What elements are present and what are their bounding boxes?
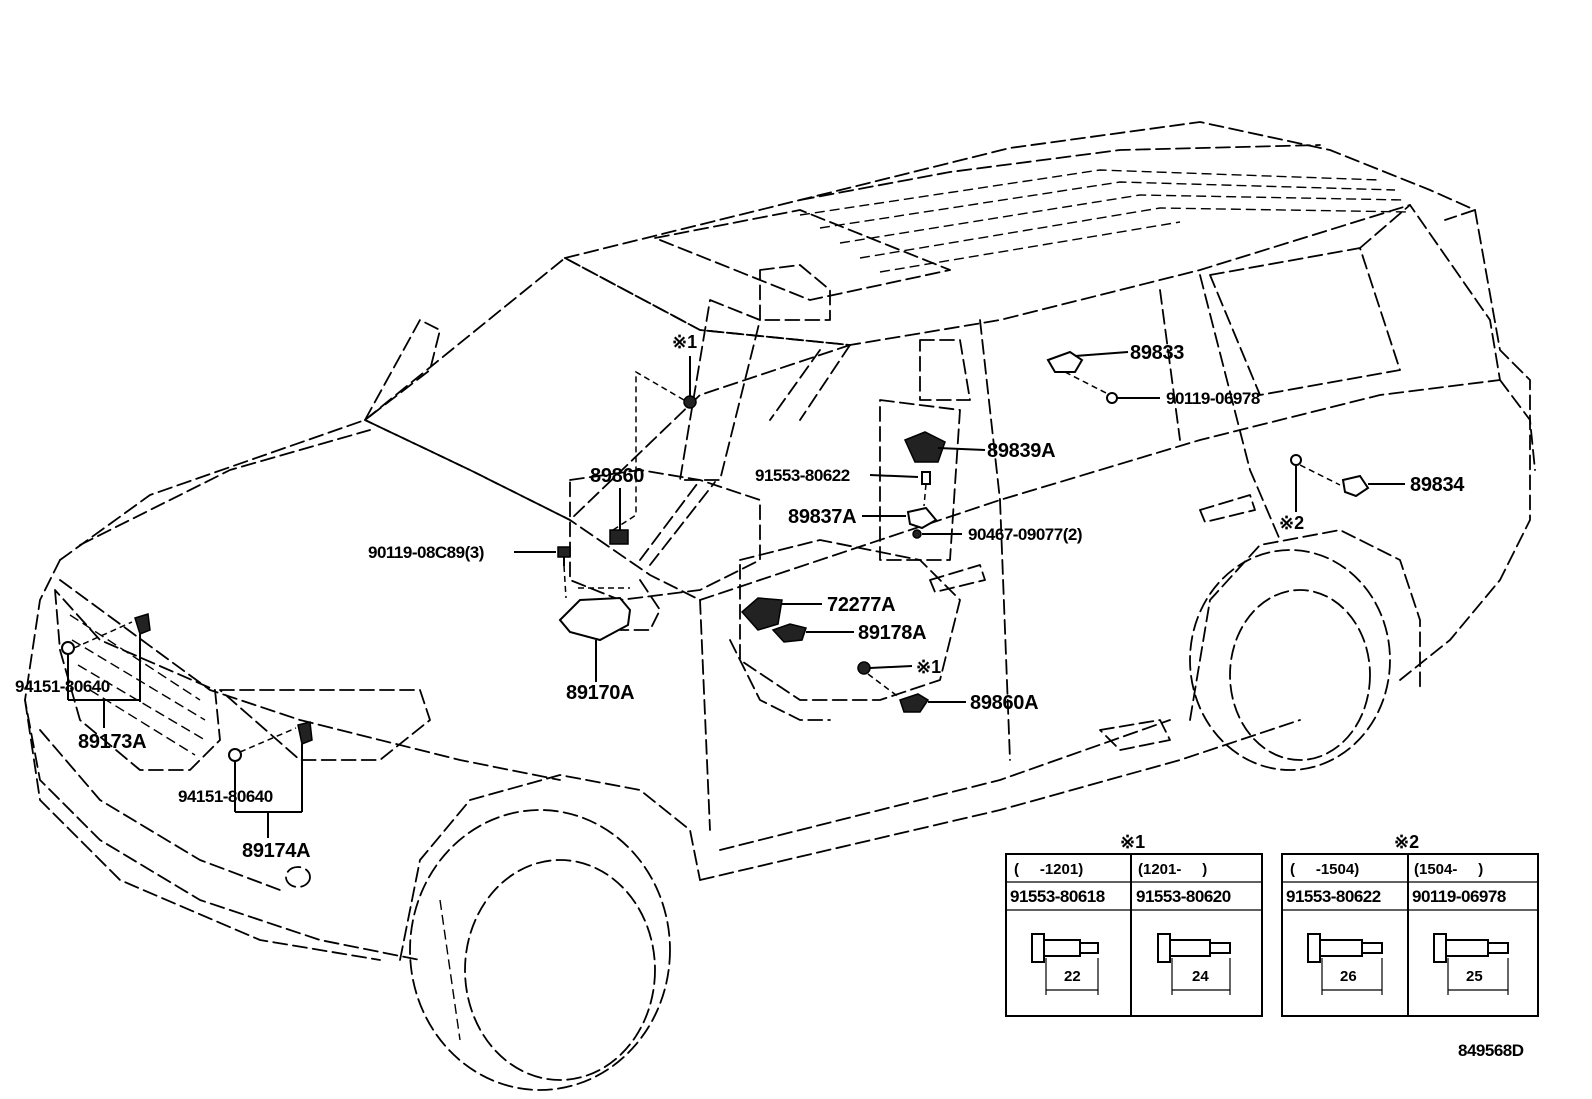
label-91553-80622: 91553-80622 <box>755 466 850 485</box>
label-89834: 89834 <box>1410 474 1465 496</box>
mark-2-rear: ※2 <box>1279 513 1304 533</box>
table2-col1-range: ( -1504) <box>1290 861 1359 878</box>
bolt-rear-icon <box>1290 454 1302 466</box>
label-89174A: 89174A <box>242 840 310 862</box>
label-94151-80640-right: 94151-80640 <box>178 787 273 806</box>
sensor-89178A-icon <box>771 623 807 643</box>
spec-table-mark2: ※2 ( -1504) (1504- ) 91553-80622 90119-0… <box>1281 832 1539 1017</box>
bolt-90119-06978-icon <box>1106 392 1118 404</box>
clip-90467-09077-icon <box>912 529 922 539</box>
label-89837A: 89837A <box>788 506 856 528</box>
table2-bolt2-icon <box>1433 933 1509 995</box>
illustration-id: 849568D <box>1458 1041 1524 1060</box>
bolt-91553-80622-icon <box>921 471 931 485</box>
table2-bolt1-icon <box>1307 933 1383 995</box>
bolt-94151-a-icon <box>61 641 75 655</box>
label-90119-06978: 90119-06978 <box>1166 389 1260 408</box>
table1-col1-length: 22 <box>1064 968 1081 985</box>
table1-col2-part: 91553-80620 <box>1136 887 1231 906</box>
table2-col1-part: 91553-80622 <box>1286 887 1381 906</box>
bolt-mark1-lower-icon <box>857 661 871 675</box>
label-89170A: 89170A <box>566 682 634 704</box>
table1-title: ※1 <box>1120 832 1145 852</box>
table1-col1-range: ( -1201) <box>1014 861 1083 878</box>
table2-title: ※2 <box>1394 832 1419 852</box>
airbag-ecu-89170A-icon <box>558 596 632 642</box>
sensor-89839A-icon <box>903 431 946 463</box>
sensor-89834-icon <box>1341 474 1370 498</box>
cover-72277A-icon <box>740 597 783 631</box>
labels: 89833 90119-06978 89839A 91553-80622 898… <box>15 332 1466 862</box>
label-72277A: 72277A <box>827 594 895 616</box>
parts <box>61 350 1370 762</box>
sensor-89174A-icon <box>297 721 313 746</box>
table1-col2-range: (1201- ) <box>1138 861 1207 878</box>
label-90119-08C89: 90119-08C89(3) <box>368 543 484 562</box>
table1-bolt2-icon <box>1157 933 1231 995</box>
label-94151-80640-left: 94151-80640 <box>15 677 110 696</box>
vehicle-outline <box>24 121 1536 1091</box>
sensor-89860A-icon <box>899 693 930 713</box>
table1-bolt1-icon <box>1031 933 1099 995</box>
label-89173A: 89173A <box>78 731 146 753</box>
label-89833: 89833 <box>1130 342 1184 364</box>
table2-col2-length: 25 <box>1466 968 1483 985</box>
mark-1-upper: ※1 <box>672 332 697 352</box>
table2-col1-length: 26 <box>1340 968 1357 985</box>
sensor-89837A-icon <box>906 506 938 530</box>
leader-lines <box>67 351 1405 838</box>
table1-col1-part: 91553-80618 <box>1010 887 1105 906</box>
bolt-90119-08C89-icon <box>557 546 571 558</box>
label-89839A: 89839A <box>987 440 1055 462</box>
sensor-89173A-icon <box>134 613 151 635</box>
table2-col2-part: 90119-06978 <box>1412 887 1506 906</box>
sensor-89833-icon <box>1046 350 1084 373</box>
bolt-mark1-upper-icon <box>683 395 697 409</box>
label-89860: 89860 <box>590 465 644 487</box>
mark-1-lower: ※1 <box>916 657 941 677</box>
sensor-89860-icon <box>609 529 629 545</box>
label-90467-09077: 90467-09077(2) <box>968 525 1082 544</box>
table2-col2-range: (1504- ) <box>1414 861 1483 878</box>
table1-col2-length: 24 <box>1192 968 1209 985</box>
bolt-94151-b-icon <box>228 748 242 762</box>
label-89860A: 89860A <box>970 692 1038 714</box>
spec-table-mark1: ※1 ( -1201) (1201- ) 91553-80618 91553-8… <box>1005 832 1263 1017</box>
label-89178A: 89178A <box>858 622 926 644</box>
